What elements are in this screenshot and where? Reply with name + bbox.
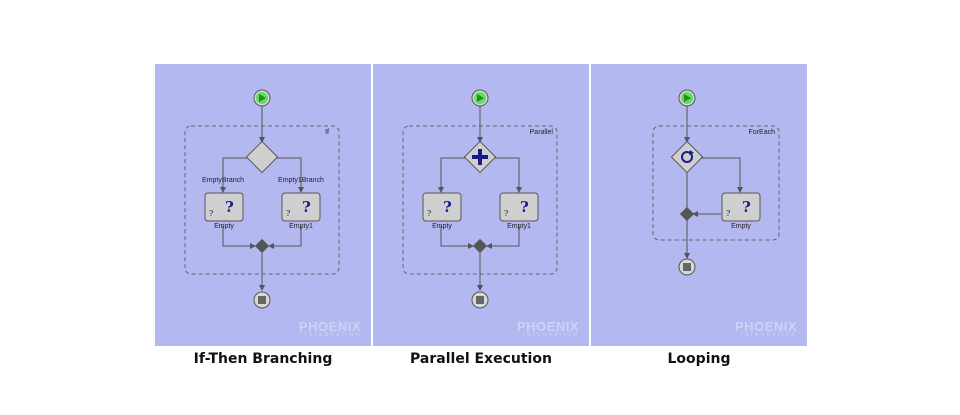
empty-activity[interactable]: ? ? (721, 192, 761, 222)
caption-parallel: Parallel Execution (410, 351, 552, 367)
svg-text:?: ? (742, 198, 751, 216)
loop-diamond-icon[interactable] (670, 140, 704, 174)
svg-text:?: ? (726, 209, 730, 218)
empty1-activity-right[interactable]: ? ? (281, 192, 321, 222)
foreach-container-label: ForEach (749, 129, 776, 136)
if-container-label: If (325, 129, 329, 136)
start-node-icon[interactable] (678, 89, 696, 107)
svg-text:?: ? (302, 198, 311, 216)
condition-diamond-icon[interactable] (245, 140, 279, 174)
svg-text:?: ? (520, 198, 529, 216)
svg-text:?: ? (286, 209, 290, 218)
end-node-icon[interactable] (678, 258, 696, 276)
activity-right-label: Empty1 (507, 223, 531, 230)
start-node-icon[interactable] (253, 89, 271, 107)
merge-diamond-icon (254, 238, 270, 254)
parallel-plus-diamond-icon[interactable] (463, 140, 497, 174)
empty1-activity-right[interactable]: ? ? (499, 192, 539, 222)
svg-text:?: ? (209, 209, 213, 218)
caption-looping: Looping (667, 351, 731, 367)
if-then-panel: If EmptyBranch Empty1Branch ? ? Empty ? … (155, 64, 371, 346)
foreach-container (652, 125, 780, 241)
caption-if-then: If-Then Branching (193, 351, 333, 367)
activity-label: Empty (731, 223, 751, 230)
empty-activity-left[interactable]: ? ? (422, 192, 462, 222)
svg-text:?: ? (225, 198, 234, 216)
loop-merge-diamond-icon (679, 206, 695, 222)
activity-right-label: Empty1 (289, 223, 313, 230)
end-node-icon[interactable] (471, 291, 489, 309)
svg-text:?: ? (443, 198, 452, 216)
left-branch-label: EmptyBranch (202, 177, 244, 184)
parallel-container-label: Parallel (530, 129, 554, 136)
empty-activity-left[interactable]: ? ? (204, 192, 244, 222)
parallel-panel: Parallel ? ? Empty ? ? Empty1 (373, 64, 589, 346)
end-node-icon[interactable] (253, 291, 271, 309)
activity-left-label: Empty (432, 223, 452, 230)
svg-text:?: ? (504, 209, 508, 218)
join-diamond-icon (472, 238, 488, 254)
right-branch-label: Empty1Branch (278, 177, 324, 184)
activity-left-label: Empty (214, 223, 234, 230)
start-node-icon[interactable] (471, 89, 489, 107)
svg-text:?: ? (427, 209, 431, 218)
